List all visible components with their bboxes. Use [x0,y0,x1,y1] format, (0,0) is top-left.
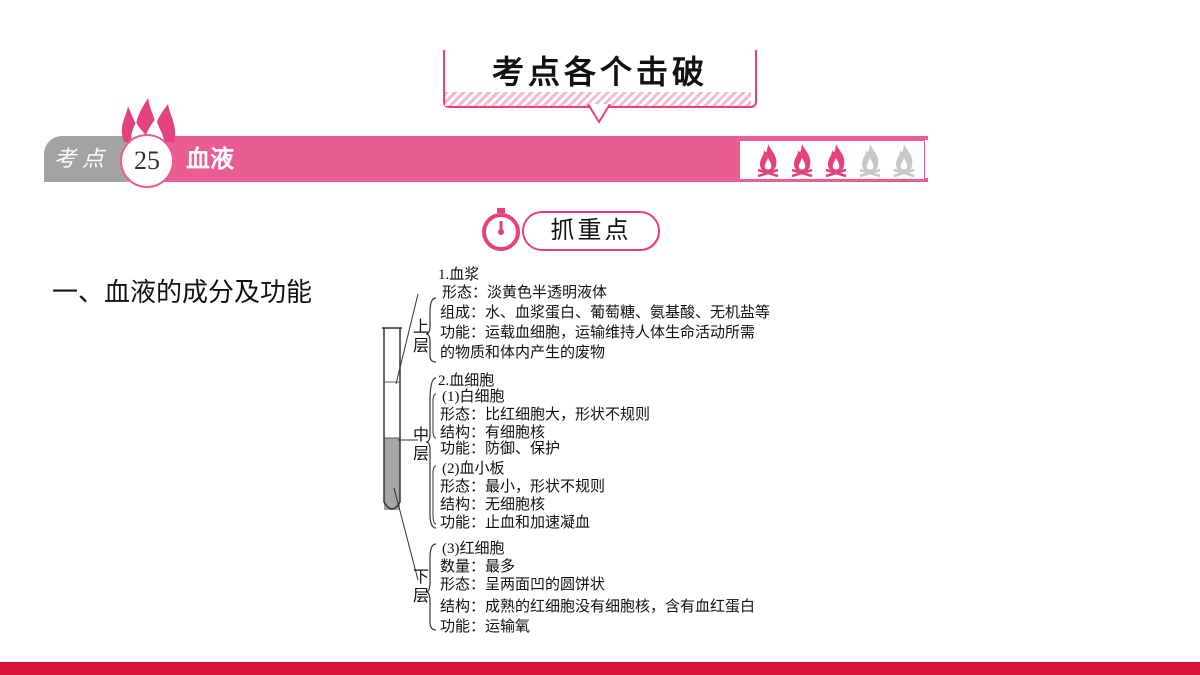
banner-tab-label: 考点 [54,146,111,171]
title-stripe-decoration [445,92,751,106]
diagram-line: 功能：防御、保护 [440,441,561,457]
key-points-label: 抓重点 [550,218,632,244]
diagram-line: 结构：成熟的红细胞没有细胞核，含有血红蛋白 [440,599,756,615]
diagram-line: 结构：有细胞核 [440,425,546,441]
diagram-line: 1.血浆 [438,267,480,283]
layer-label-middle: 中层 [412,427,429,463]
layer-label-upper: 上层 [412,319,429,355]
title-pointer-icon [587,104,611,124]
flame-filled-icon [791,144,813,178]
diagram-line: 2.血细胞 [438,373,495,389]
diagram-line: 结构：无细胞核 [440,497,546,513]
diagram-line: 形态：呈两面凹的圆饼状 [440,577,606,593]
flame-empty-icon [859,144,881,178]
topic-title: 血液 [186,145,234,173]
layer-label-lower: 下层 [412,569,429,605]
key-points-pill [522,211,660,251]
diagram-line: 功能：运输氧 [440,619,531,635]
diagram-lines [382,293,437,631]
diagram-line: 功能：止血和加速凝血 [440,515,591,531]
diagram-line: 形态：淡黄色半透明液体 [442,285,608,301]
diagram-line: 的物质和体内产生的废物 [440,345,606,361]
banner-bar-bottom-edge [140,178,928,182]
diagram-line: (3)红细胞 [442,541,505,557]
topic-number-badge: 25 [120,134,174,188]
diagram-line: 形态：比红细胞大，形状不规则 [440,407,651,423]
flame-filled-icon [825,144,847,178]
flame-filled-icon [757,144,779,178]
flame-empty-icon [893,144,915,178]
page-title: 考点各个击破 [491,53,708,91]
section-heading: 一、血液的成分及功能 [52,278,313,308]
diagram-line: 数量：最多 [440,559,516,575]
diagram-line: 功能：运载血细胞，运输维持人体生命活动所需 [440,325,756,341]
stopwatch-icon [482,208,520,251]
footer-bar [0,662,1200,675]
difficulty-panel [740,140,925,180]
test-tube-icon [382,327,402,510]
diagram-line: (1)白细胞 [442,389,505,405]
diagram-line: 组成：水、血浆蛋白、葡萄糖、氨基酸、无机盐等 [440,305,771,321]
diagram-line: (2)血小板 [442,461,505,477]
banner-bar-top-edge [140,136,928,140]
diagram-line: 形态：最小，形状不规则 [440,479,606,495]
difficulty-rating [757,144,915,178]
banner-bar [140,136,740,182]
